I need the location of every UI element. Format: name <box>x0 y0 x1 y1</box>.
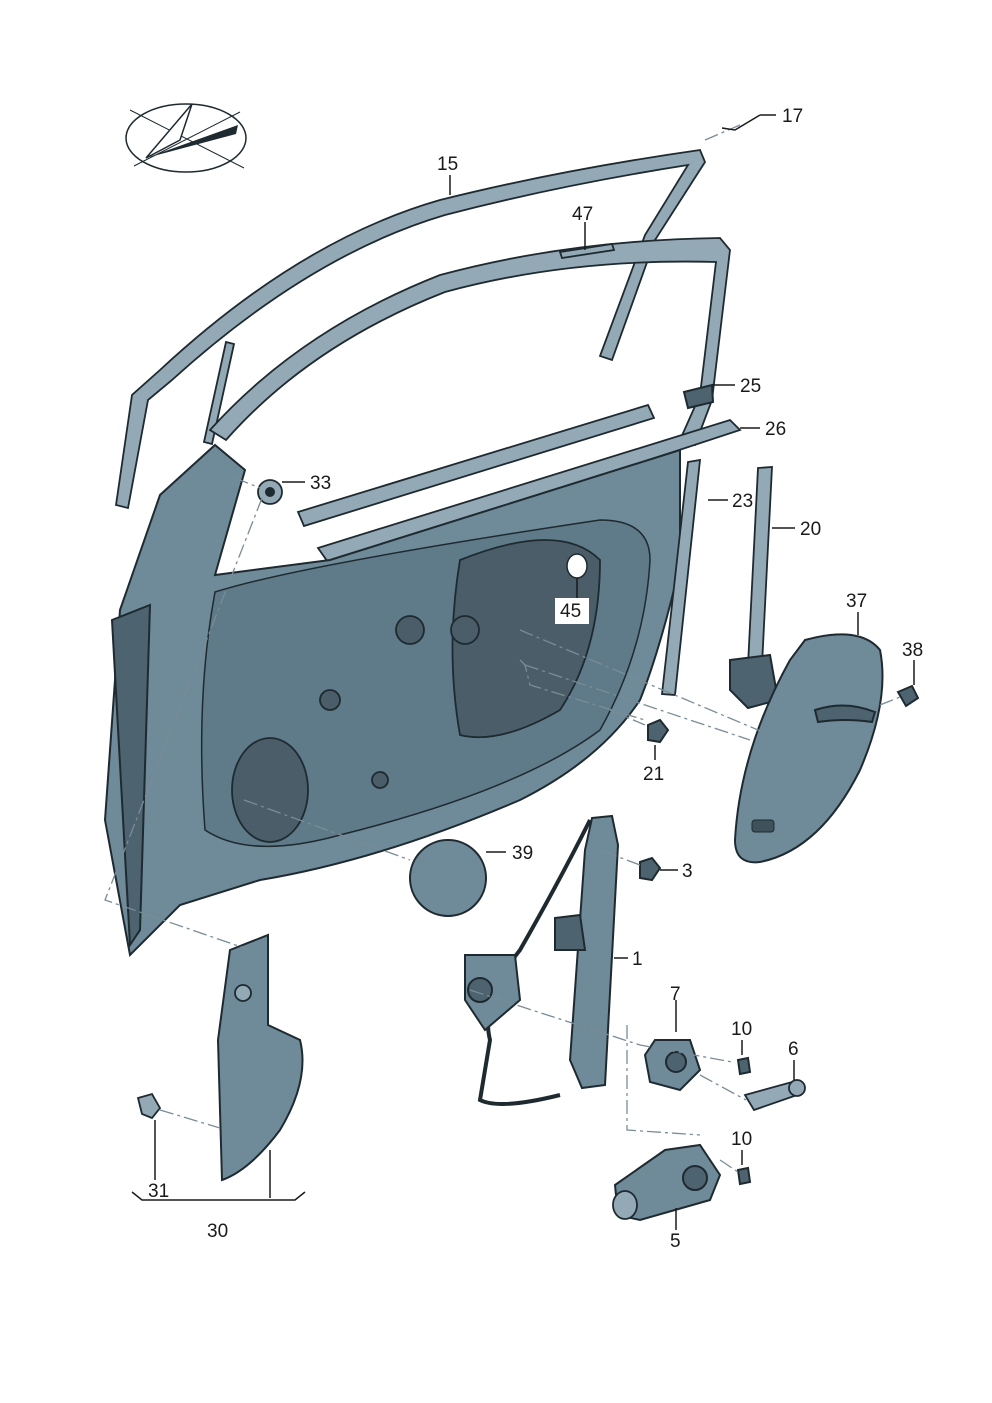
window-strip-inner <box>296 403 656 528</box>
part-label-1: 1 <box>632 949 643 970</box>
part-label-3: 3 <box>682 861 693 882</box>
part-label-10b: 10 <box>731 1129 752 1150</box>
cover-37 <box>733 633 884 864</box>
part-label-33: 33 <box>310 473 331 494</box>
crank-handle-6 <box>743 1079 806 1112</box>
trim-panel-30 <box>216 933 304 1182</box>
part-label-20: 20 <box>800 519 821 540</box>
patch-45 <box>566 553 588 579</box>
part-label-15: 15 <box>437 154 458 175</box>
seal-strip-47 <box>558 242 616 260</box>
window-regulator-1 <box>464 814 620 1106</box>
part-label-26: 26 <box>765 419 786 440</box>
nut-21 <box>647 718 670 744</box>
screw-10b <box>736 1166 752 1186</box>
part-label-47: 47 <box>572 204 593 225</box>
motor-5 <box>612 1143 722 1222</box>
part-label-7: 7 <box>670 984 681 1005</box>
grommet-33 <box>257 479 283 505</box>
channel-20 <box>729 466 780 710</box>
assembly-lines <box>104 124 901 1173</box>
window-strip-26 <box>316 418 742 567</box>
door-body <box>103 443 681 958</box>
round-cover-39 <box>409 839 487 917</box>
part-label-45: 45 <box>560 601 581 622</box>
label-45-box <box>555 598 589 624</box>
nut-3 <box>639 856 662 882</box>
window-frame-seal <box>114 149 707 510</box>
orientation-compass-icon <box>125 103 247 173</box>
part-label-31: 31 <box>148 1181 169 1202</box>
part-label-30: 30 <box>207 1221 228 1242</box>
part-label-38: 38 <box>902 640 923 661</box>
clip-31 <box>136 1092 162 1120</box>
part-label-5: 5 <box>670 1231 681 1252</box>
part-label-17: 17 <box>782 106 803 127</box>
bolt-38 <box>896 684 920 708</box>
leader-lines <box>131 114 915 1230</box>
part-label-10a: 10 <box>731 1019 752 1040</box>
part-label-37: 37 <box>846 591 867 612</box>
part-label-25: 25 <box>740 376 761 397</box>
bracket-7 <box>643 1039 702 1092</box>
part-label-39: 39 <box>512 843 533 864</box>
screw-10a <box>736 1056 752 1076</box>
trim-piece-25 <box>682 383 715 410</box>
part-label-23: 23 <box>732 491 753 512</box>
part-label-6: 6 <box>788 1039 799 1060</box>
part-label-21: 21 <box>643 764 664 785</box>
